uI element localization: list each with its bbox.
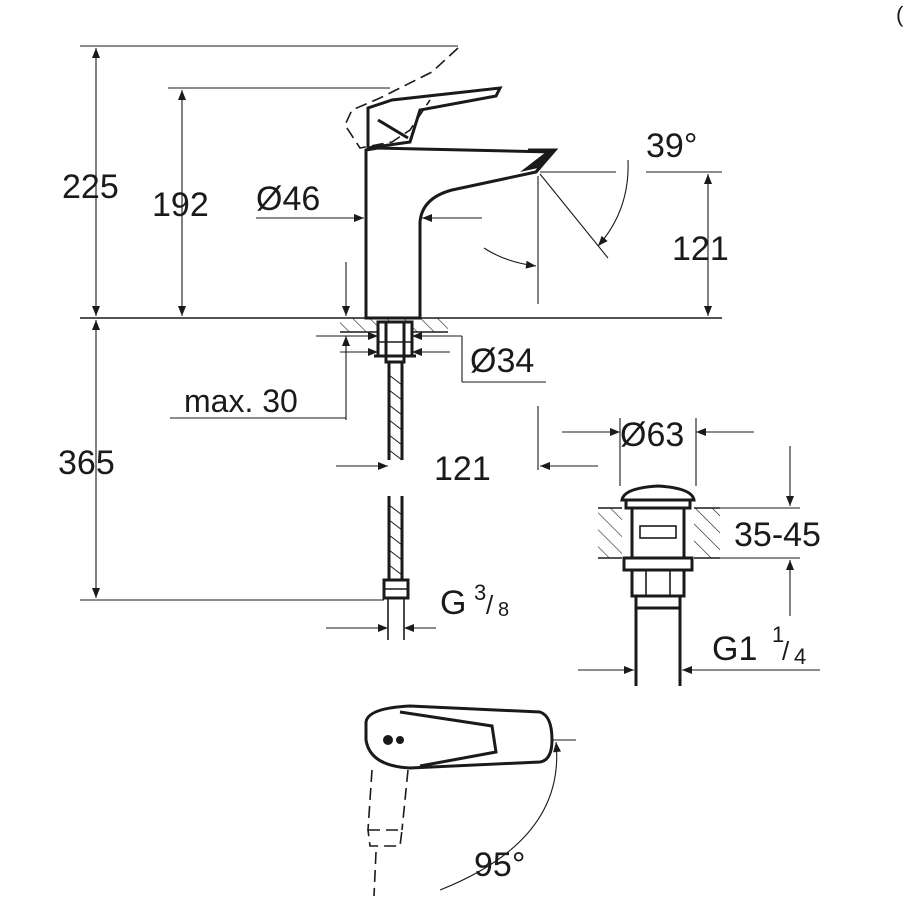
label-waste-thread-num: 1 bbox=[772, 622, 784, 647]
supply-hose bbox=[382, 362, 410, 640]
label-spout-angle: 39° bbox=[646, 127, 697, 165]
corner-mark: ( bbox=[896, 2, 904, 27]
label-spout-reach: 121 bbox=[434, 450, 491, 488]
label-connection-num: 3 bbox=[474, 580, 486, 605]
label-body-diameter: Ø46 bbox=[256, 180, 320, 218]
faucet-side-view bbox=[80, 47, 722, 640]
waste-fitting bbox=[562, 418, 820, 686]
faucet-body bbox=[364, 146, 556, 320]
label-hose-length: 365 bbox=[58, 444, 115, 482]
label-connection-den: 8 bbox=[498, 599, 509, 621]
label-waste-thickness: 35-45 bbox=[734, 516, 821, 554]
label-connection-main: G bbox=[440, 584, 466, 622]
label-swivel-angle: 95° bbox=[474, 846, 525, 884]
label-waste-diameter: Ø63 bbox=[620, 416, 684, 454]
label-max-thickness: max. 30 bbox=[184, 383, 298, 419]
label-shank-diameter: Ø34 bbox=[470, 342, 534, 380]
dimension-lines bbox=[80, 45, 722, 632]
lever-raised-dashed bbox=[344, 47, 459, 149]
label-waste-thread-slash: / bbox=[782, 636, 790, 666]
label-waste-thread-main: G1 bbox=[712, 630, 757, 668]
label-height-total: 225 bbox=[62, 168, 119, 206]
label-waste-thread-den: 4 bbox=[794, 644, 806, 669]
spout-aerator bbox=[528, 148, 559, 173]
label-height-spout: 192 bbox=[152, 186, 209, 224]
faucet-top-view bbox=[364, 704, 576, 897]
label-spout-height: 121 bbox=[672, 230, 729, 268]
label-connection-slash: / bbox=[486, 590, 494, 620]
dimension-labels: ( 225 192 Ø46 39° 121 Ø34 max. 30 365 12… bbox=[58, 2, 904, 884]
lever bbox=[366, 86, 503, 150]
